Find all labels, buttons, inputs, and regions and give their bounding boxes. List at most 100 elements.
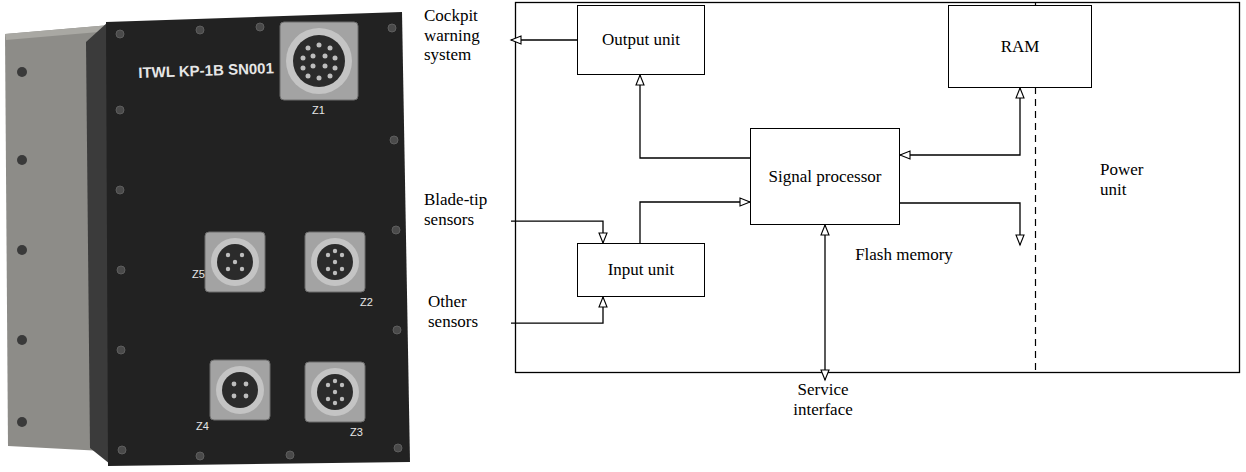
plate-hole xyxy=(17,155,27,165)
connector-flange xyxy=(205,232,265,292)
housing-front xyxy=(106,12,410,466)
connector-label: Z4 xyxy=(196,420,209,432)
signal-connector xyxy=(511,297,607,323)
screw xyxy=(392,226,400,234)
process-box: RAM xyxy=(948,5,1092,88)
connector-line xyxy=(824,225,825,380)
plate-hole xyxy=(17,245,27,255)
connector-z4 xyxy=(210,360,270,420)
screw xyxy=(116,30,124,38)
screw xyxy=(118,446,126,454)
connector-ring xyxy=(211,238,259,286)
connector-face xyxy=(317,374,353,410)
screw xyxy=(117,346,125,354)
connector-z1 xyxy=(280,22,358,100)
connector-line xyxy=(640,75,750,158)
connector-ring xyxy=(311,368,359,416)
screw xyxy=(196,452,204,460)
connector-pins xyxy=(301,43,338,81)
node-text: Cockpit warning system xyxy=(424,6,508,65)
connector-label: Z1 xyxy=(312,104,325,116)
device-marking: ITWL KP-1B SN001 xyxy=(138,59,274,81)
screw xyxy=(196,26,204,34)
external-source: Blade-tip sensors xyxy=(424,190,508,229)
node-text: Power unit xyxy=(1100,160,1162,199)
connector-flange xyxy=(305,232,365,292)
node-text: Output unit xyxy=(602,30,680,50)
connector-label: Z5 xyxy=(192,268,205,280)
arrow-head xyxy=(821,370,829,380)
connector-pins xyxy=(232,382,249,399)
arrow-head xyxy=(1016,88,1024,98)
outer-border xyxy=(516,3,1240,373)
arrow-head xyxy=(821,225,829,235)
connector-pins xyxy=(326,249,344,275)
connector-face xyxy=(293,35,345,87)
arrow-head xyxy=(599,297,607,307)
connector-z2 xyxy=(305,232,365,292)
connector-z5 xyxy=(205,232,265,292)
connector-ring xyxy=(311,238,359,286)
plate-hole xyxy=(17,417,27,427)
screw xyxy=(116,186,124,194)
signal-connector xyxy=(640,198,750,243)
process-box: Output unit xyxy=(577,5,705,75)
arrow-head xyxy=(511,36,521,44)
connector-pins xyxy=(226,253,244,271)
storage-target: Flash memory xyxy=(840,245,1030,265)
external-source: Other sensors xyxy=(428,292,508,331)
node-text: Input unit xyxy=(608,260,675,280)
connector-flange xyxy=(305,362,365,422)
connector-line xyxy=(900,203,1020,245)
housing-screws xyxy=(116,23,402,460)
housing xyxy=(86,12,410,466)
plate-hole xyxy=(17,67,27,77)
node-text: Other sensors xyxy=(428,292,508,331)
connector-ring xyxy=(216,366,264,414)
process-box: Input unit xyxy=(577,243,705,297)
connector-label: Z2 xyxy=(360,296,373,308)
connector-pins xyxy=(326,379,344,405)
node-text: Signal processor xyxy=(769,167,882,187)
connector-face xyxy=(317,244,353,280)
connector-line xyxy=(900,88,1020,155)
screw xyxy=(117,266,125,274)
node-text: Service interface xyxy=(777,380,869,419)
arrow-head xyxy=(900,151,910,159)
process-box: Signal processor xyxy=(750,128,900,225)
signal-connector xyxy=(900,88,1024,159)
connector-flange xyxy=(210,360,270,420)
connector-line xyxy=(511,221,603,243)
screw xyxy=(393,326,401,334)
connector-z3 xyxy=(305,362,365,422)
signal-connector xyxy=(511,221,607,243)
signal-connector xyxy=(900,203,1024,245)
connector-flange xyxy=(280,22,358,100)
arrow-head xyxy=(599,233,607,243)
arrow-head xyxy=(740,198,750,206)
connector-ring xyxy=(286,28,352,94)
arrow-head xyxy=(1016,235,1024,245)
arrow-head xyxy=(636,75,644,85)
signal-connector xyxy=(636,75,750,158)
screw xyxy=(390,136,398,144)
screw xyxy=(394,444,402,452)
connector-face xyxy=(222,372,258,408)
external-target: Cockpit warning system xyxy=(424,6,508,65)
node-text: RAM xyxy=(1001,37,1040,57)
signal-connector xyxy=(821,225,829,380)
node-text: Blade-tip sensors xyxy=(424,190,508,229)
screw xyxy=(388,24,396,32)
screw xyxy=(116,106,124,114)
screw xyxy=(286,451,294,459)
signal-connector xyxy=(511,36,577,44)
connector-label: Z3 xyxy=(350,426,363,438)
region-label: Power unit xyxy=(1100,160,1162,199)
connector-line xyxy=(640,202,750,243)
connector-line xyxy=(511,297,603,323)
plate-hole xyxy=(17,335,27,345)
external-port: Service interface xyxy=(777,380,869,419)
connector-face xyxy=(217,244,253,280)
